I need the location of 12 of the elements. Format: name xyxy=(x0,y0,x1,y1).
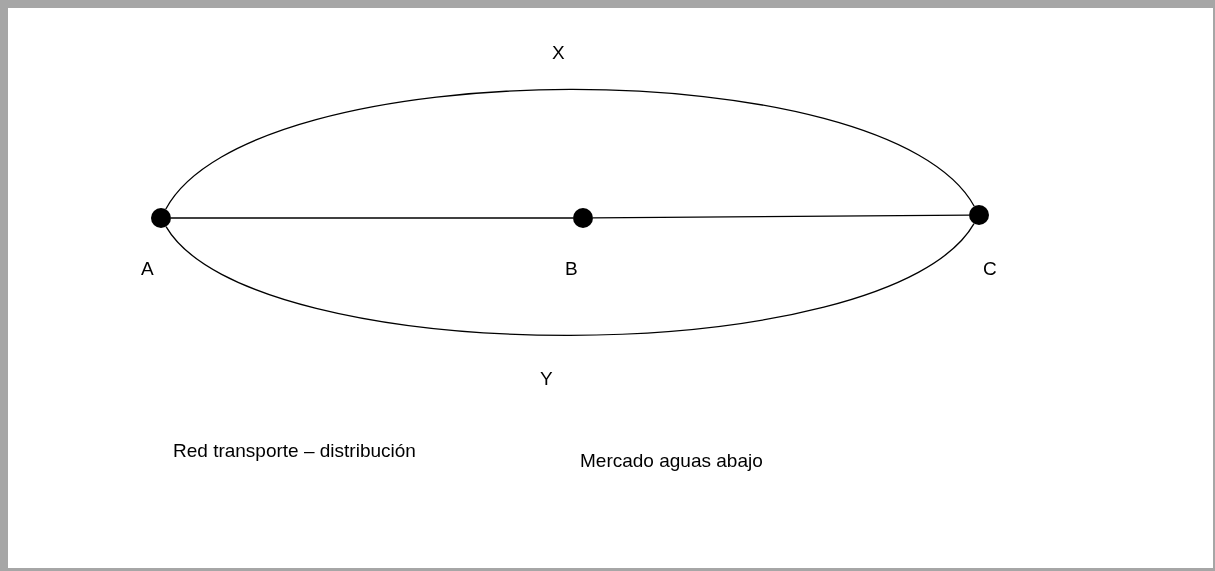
connector-line xyxy=(170,217,574,219)
caption-text: Red transporte – distribución xyxy=(173,440,416,462)
node-label: A xyxy=(141,258,154,280)
node-label: B xyxy=(565,258,578,280)
caption-text: Mercado aguas abajo xyxy=(580,450,763,472)
connector-line xyxy=(165,223,975,336)
node-dot xyxy=(969,205,989,225)
connector-line xyxy=(592,214,970,219)
node-dot xyxy=(151,208,171,228)
connector-line xyxy=(165,88,975,210)
node-label: C xyxy=(983,258,997,280)
node-dot xyxy=(573,208,593,228)
